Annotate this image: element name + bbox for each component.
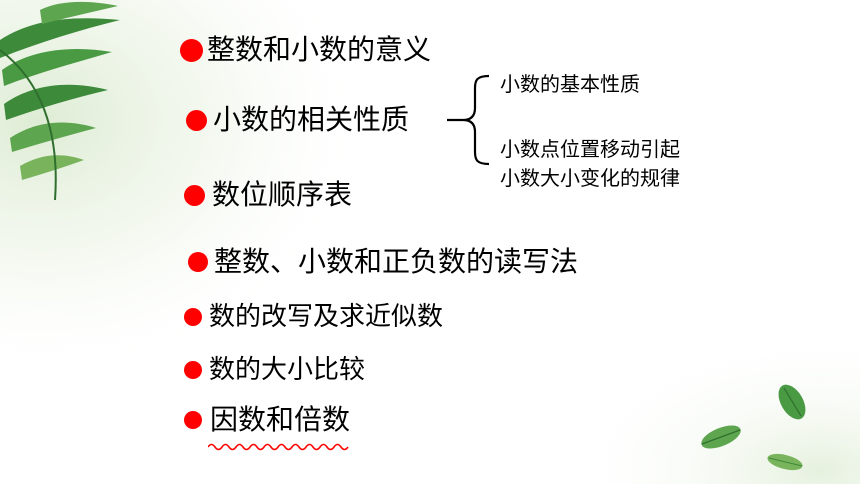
list-item: 数的改写及求近似数 xyxy=(184,304,443,330)
red-dot-bullet-icon xyxy=(186,109,207,131)
sub-item-decimal-shift-line-2: 小数大小变化的规律 xyxy=(500,166,680,190)
red-dot-bullet-icon xyxy=(188,252,208,272)
item-label: 整数和小数的意义 xyxy=(207,33,432,66)
red-dot-bullet-icon xyxy=(184,184,205,206)
red-dot-bullet-icon xyxy=(184,411,202,429)
fern-leaves-icon xyxy=(0,1,120,201)
list-item: 整数、小数和正负数的读写法 xyxy=(188,248,578,276)
item-label: 整数、小数和正负数的读写法 xyxy=(214,245,579,278)
red-dot-bullet-icon xyxy=(184,308,202,326)
list-item: 小数的相关性质 xyxy=(186,106,409,134)
item-label: 数的大小比较 xyxy=(209,355,366,385)
wavy-underline xyxy=(208,443,349,451)
item-label: 数的改写及求近似数 xyxy=(209,302,444,332)
item-label: 数位顺序表 xyxy=(212,178,353,211)
list-item: 数位顺序表 xyxy=(184,181,352,209)
item-label: 因数和倍数 xyxy=(210,403,351,436)
sub-item-basic-property: 小数的基本性质 xyxy=(500,72,640,96)
curly-brace-icon xyxy=(447,74,490,166)
list-item: 整数和小数的意义 xyxy=(180,36,431,64)
list-item: 因数和倍数 xyxy=(184,406,350,434)
item-label: 小数的相关性质 xyxy=(213,103,410,136)
red-dot-bullet-icon xyxy=(180,38,203,62)
list-item: 数的大小比较 xyxy=(184,357,365,383)
sub-item-decimal-shift-line-1: 小数点位置移动引起 xyxy=(500,137,680,161)
red-dot-bullet-icon xyxy=(184,361,202,379)
